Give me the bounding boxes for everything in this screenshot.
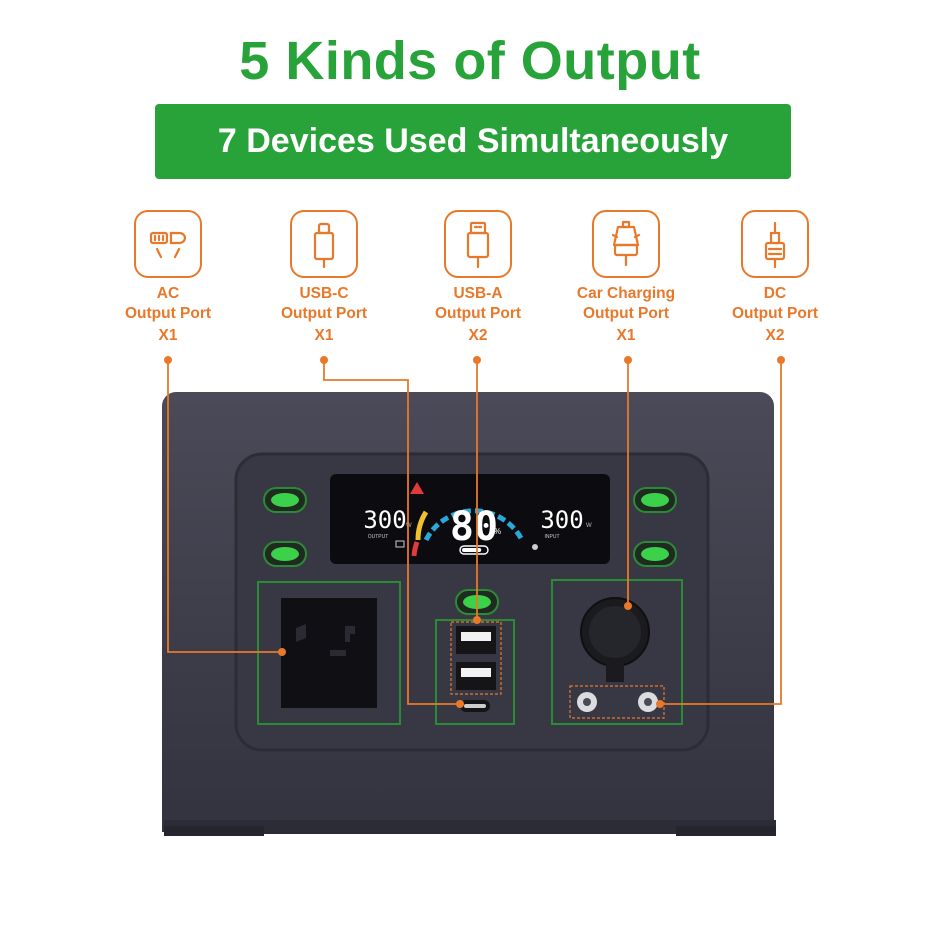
port-callout-car: Car Charging Output Port X1 [546,210,706,346]
car-charger-socket[interactable] [580,597,650,682]
callout-lines [167,360,782,705]
callout-dot [456,700,464,708]
port-label-line1: USB-A [453,285,503,302]
battery-fill [462,548,482,552]
port-label-line1: AC [156,285,180,302]
right-bottom-button[interactable] [633,541,677,567]
port-callout-dc: DC Output Port X2 [695,210,855,346]
port-label-line2: Output Port [582,305,670,322]
usb-a-plug-icon [444,210,512,278]
ac-outlet-icon [134,210,202,278]
usb-a-port-2[interactable] [456,662,496,690]
callout-dot [624,602,632,610]
output-watt-value: 300 [363,506,406,534]
callout-dot [473,356,481,364]
dc-port-1[interactable] [577,692,597,712]
ac-outlet[interactable] [281,598,377,708]
port-callout-ac: AC Output Port X1 [88,210,248,346]
input-watt-value: 300 [540,506,583,534]
port-quantity: X2 [765,327,785,344]
battery-percent-value: 80 [450,504,498,550]
battery-percent-sign: % [494,527,501,536]
port-quantity: X1 [314,327,334,344]
car-charger-icon [592,210,660,278]
callout-dot [473,616,481,624]
port-label-line2: Output Port [434,305,522,322]
port-callout-usba: USB-A Output Port X2 [398,210,558,346]
output-watt-unit: W [406,523,412,529]
callout-dot [320,356,328,364]
left-bottom-button[interactable] [263,541,307,567]
usb-c-port[interactable] [460,700,490,712]
callout-line-dc [660,360,782,705]
usb-a-port-1[interactable] [456,626,496,654]
page-title: 5 Kinds of Output [239,31,701,91]
port-callout-usbc: USB-C Output Port X1 [244,210,404,346]
port-label-line2: Output Port [731,305,819,322]
callout-dot [624,356,632,364]
ac-section-outline [257,581,401,725]
dc-highlight [569,685,665,719]
port-quantity: X1 [158,327,178,344]
port-quantity: X2 [468,327,488,344]
port-label-line2: Output Port [280,305,368,322]
usb-c-plug-icon [290,210,358,278]
callout-line-usbc [323,360,460,705]
port-label-line2: Output Port [124,305,212,322]
port-quantity: X1 [616,327,636,344]
port-label-line1: Car Charging [576,285,676,302]
ac-indicator-icon [395,540,405,548]
input-watt-unit: W [586,523,592,529]
left-top-button[interactable] [263,487,307,513]
battery-icon [459,545,489,555]
callout-dot [777,356,785,364]
dc-port-2[interactable] [638,692,658,712]
input-label: INPUT [545,534,560,540]
subtitle-banner: 7 Devices Used Simultaneously [155,104,791,179]
port-label-line1: DC [763,285,787,302]
right-top-button[interactable] [633,487,677,513]
dc-section-outline [551,579,683,725]
callout-line-ac [167,360,282,653]
callout-dot [656,700,664,708]
dc-plug-icon [741,210,809,278]
port-label-line1: USB-C [299,285,349,302]
callout-dot [164,356,172,364]
callout-dot [278,648,286,656]
output-label: OUTPUT [368,534,389,540]
